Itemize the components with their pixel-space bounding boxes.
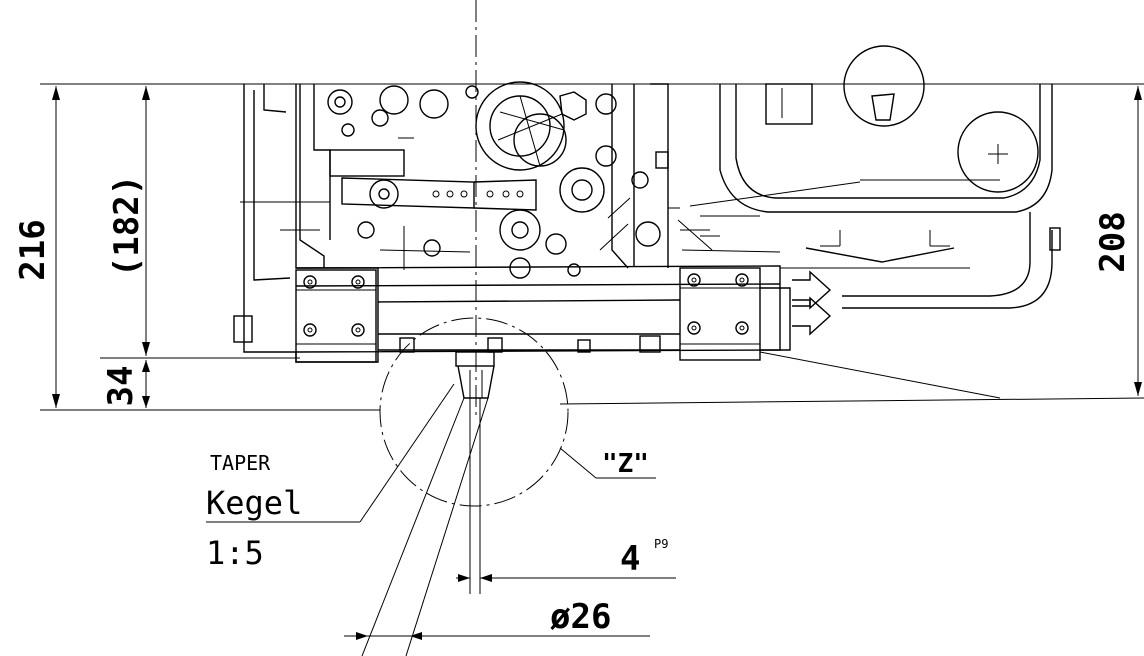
dimension-diameter [344,632,650,640]
detail-z-leader [559,447,597,479]
taper-label-en: TAPER [210,451,271,475]
dimension-208 [1134,86,1142,396]
right-housing [689,45,1061,399]
machine-body [233,84,791,399]
taper-ratio: 1:5 [206,534,264,572]
dimension-182 [142,86,150,356]
detail-circle-z [379,317,569,507]
dimension-key-4 [456,574,676,582]
dimension-208-label: 208 [1093,211,1133,272]
shaft-detail [206,383,489,656]
detail-z-label: "Z" [602,449,649,479]
dimension-216 [52,86,60,408]
dimension-216-label: 216 [13,219,53,280]
dimension-182-label: (182) [107,175,147,277]
extension-lines [40,83,1144,411]
dimension-34 [142,360,150,408]
dimension-key-tolerance: P9 [654,537,668,551]
dimension-diameter-label: ø26 [550,597,611,637]
taper-label-de: Kegel [206,484,302,522]
dimension-key-4-label: 4 [620,539,640,579]
upper-mechanism [240,81,781,279]
dimension-34-label: 34 [101,366,141,407]
